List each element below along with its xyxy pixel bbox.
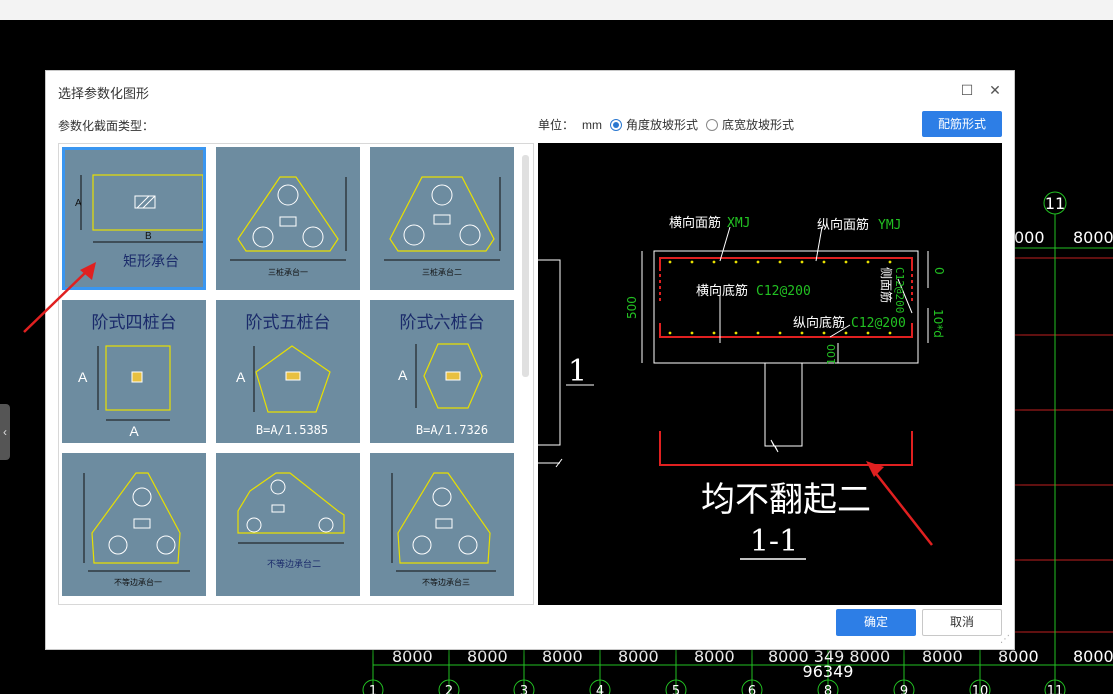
axis-label: 3: [520, 684, 528, 694]
axis-label: 8: [824, 684, 832, 694]
side-collapse-handle[interactable]: ‹: [0, 404, 10, 460]
thumb-title: 阶式六桩台: [400, 313, 485, 333]
thumb-caption: 不等边承台二: [267, 558, 321, 569]
thumb-step-5[interactable]: 阶式五桩台 A B=A/1.5385: [216, 300, 360, 443]
axis-label: 2: [445, 684, 453, 694]
dim-top: 000: [1014, 228, 1045, 247]
dim-a: A: [78, 369, 88, 385]
axis-label: 6: [748, 684, 756, 694]
axis-label: 10: [972, 684, 989, 694]
dim-a: A: [398, 367, 408, 383]
thumb-three-pile-1[interactable]: 三桩承台一: [216, 147, 360, 290]
dim-bottom: 8000: [618, 647, 659, 666]
axis-label: 4: [596, 684, 604, 694]
dim-b: A: [129, 423, 139, 439]
axis-label: 9: [900, 684, 908, 694]
code-bottom-transverse: C12@200: [756, 284, 811, 299]
dialog-title: 选择参数化图形: [58, 86, 150, 101]
axis-label: 1: [369, 684, 377, 694]
thumb-uneq-2[interactable]: 不等边承台二: [216, 453, 360, 596]
app-top-bar: [0, 0, 1113, 20]
dim-100: 100: [825, 344, 838, 365]
label-top-transverse: 横向面筋: [669, 215, 721, 231]
section-type-label: 参数化截面类型：: [58, 119, 155, 133]
section-mark: 1: [568, 354, 587, 389]
dim-bottom: 8000: [922, 647, 963, 666]
thumb-three-pile-2[interactable]: 三桩承台二: [370, 147, 514, 290]
cancel-button[interactable]: 取消: [922, 609, 1002, 636]
thumb-caption: 三桩承台二: [422, 267, 462, 277]
thumb-uneq-1[interactable]: 不等边承台一: [62, 453, 206, 596]
dim-bottom: 8000: [998, 647, 1039, 666]
rebar-preview: 1: [538, 143, 1002, 605]
radio-angle-slope[interactable]: [610, 118, 623, 131]
dim-top: 8000: [1073, 228, 1113, 247]
unit-row: 单位： mm 角度放坡形式 底宽放坡形式: [538, 116, 794, 133]
dim-height: 500: [625, 296, 639, 319]
select-shape-dialog: 选择参数化图形 ☐ ✕ 参数化截面类型： 单位： mm 角度放坡形式 底宽放坡形…: [45, 70, 1015, 650]
dim-bottom: 8000 349 8000: [768, 647, 890, 666]
formula: B=A/1.5385: [256, 423, 328, 437]
code-bottom-longitudinal: C12@200: [851, 316, 906, 331]
formula: B=A/1.7326: [416, 423, 488, 437]
dim-10d: 10*d: [931, 309, 945, 338]
dim-bottom: 8000: [467, 647, 508, 666]
radio-width-label: 底宽放坡形式: [722, 118, 795, 132]
thumb-caption: 三桩承台一: [268, 267, 308, 277]
dim-zero: 0: [932, 267, 946, 275]
code-top-longitudinal: YMJ: [878, 218, 901, 233]
thumb-step-4[interactable]: 阶式四桩台 A A: [62, 300, 206, 443]
ok-button[interactable]: 确定: [836, 609, 916, 636]
radio-width-slope[interactable]: [706, 118, 719, 131]
label-side: 侧面筋: [879, 267, 894, 303]
thumb-caption: 不等边承台三: [422, 577, 470, 587]
unit-label: 单位：: [538, 118, 575, 132]
axis-label: 11: [1047, 684, 1064, 694]
dim-total: 96349: [803, 662, 854, 681]
dim-bottom: 8000: [1073, 647, 1113, 666]
label-bottom-transverse: 横向底筋: [696, 283, 748, 299]
label-bottom-longitudinal: 纵向底筋: [793, 315, 845, 331]
axis-label-top: 11: [1045, 194, 1065, 213]
dim-bottom: 8000: [694, 647, 735, 666]
thumb-title: 阶式四桩台: [92, 313, 177, 333]
thumb-caption: 不等边承台一: [114, 577, 162, 587]
axis-label: 5: [672, 684, 680, 694]
dim-a: A: [75, 198, 82, 209]
code-side: C12@200: [893, 267, 906, 313]
thumb-rect-cap[interactable]: A B 矩形承台: [62, 147, 206, 290]
note-text: 均不翻起二: [701, 480, 871, 520]
thumb-step-6[interactable]: 阶式六桩台 A B=A/1.7326: [370, 300, 514, 443]
cad-canvas[interactable]: 11 000 8000 8000 8000 8000 8000 8000 800…: [0, 20, 1113, 694]
close-icon[interactable]: ✕: [989, 82, 1001, 98]
gallery-scrollbar[interactable]: [522, 155, 529, 377]
dim-bottom: 8000: [392, 647, 433, 666]
shape-gallery: A B 矩形承台 三桩承台一: [58, 143, 534, 605]
rebar-form-button[interactable]: 配筋形式: [922, 111, 1002, 137]
maximize-icon[interactable]: ☐: [960, 82, 974, 98]
label-top-longitudinal: 纵向面筋: [817, 217, 869, 233]
thumb-title: 矩形承台: [123, 253, 179, 269]
thumb-title: 阶式五桩台: [246, 313, 331, 333]
thumb-uneq-3[interactable]: 不等边承台三: [370, 453, 514, 596]
dim-b: B: [145, 231, 152, 242]
unit-value: mm: [582, 117, 603, 132]
radio-angle-label: 角度放坡形式: [626, 118, 699, 132]
code-top-transverse: XMJ: [727, 216, 750, 231]
resize-grip-icon[interactable]: ⋰: [1000, 634, 1010, 645]
section-title: 1-1: [750, 524, 798, 559]
dim-a: A: [236, 369, 246, 385]
dim-bottom: 8000: [542, 647, 583, 666]
